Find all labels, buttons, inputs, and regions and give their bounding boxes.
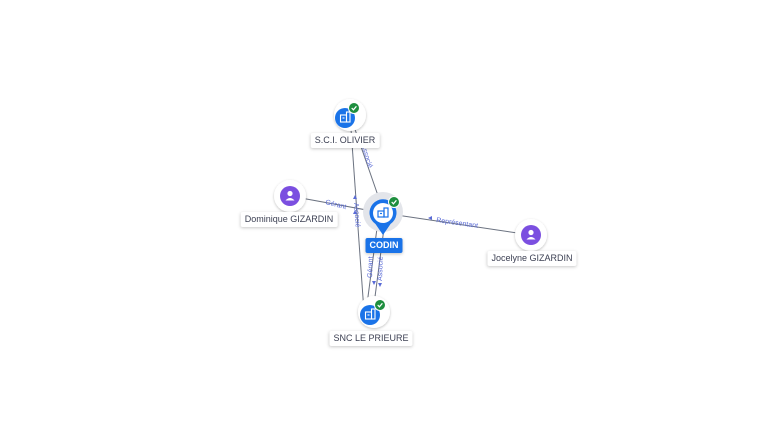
- node-label-codin[interactable]: CODIN: [365, 238, 403, 253]
- edge-label-gerant-dominique: Gérant: [325, 199, 348, 211]
- person-icon: [526, 229, 536, 240]
- edge-label-gerant-snc: Gérant: [367, 256, 375, 278]
- edge-codin-jocelyne: [382, 212, 532, 236]
- edge-label-representant: Représentant: [436, 217, 479, 230]
- arrow-marker: [353, 195, 357, 199]
- building-icon: [339, 111, 351, 123]
- verified-check-icon: [348, 102, 360, 114]
- node-jocelyne-gizardin[interactable]: [515, 219, 547, 251]
- node-label-dominique-gizardin[interactable]: Dominique GIZARDIN: [240, 212, 338, 227]
- node-snc-le-prieure[interactable]: [358, 296, 390, 328]
- node-codin[interactable]: [363, 192, 403, 235]
- arrow-marker: [378, 283, 382, 287]
- person-icon: [285, 190, 295, 201]
- node-dominique-gizardin[interactable]: [274, 180, 306, 212]
- edge-label-associe-dominique: Associé: [352, 203, 361, 228]
- node-label-sci-olivier[interactable]: S.C.I. OLIVIER: [310, 133, 380, 148]
- node-label-jocelyne-gizardin[interactable]: Jocelyne GIZARDIN: [487, 251, 577, 266]
- arrow-marker: [353, 210, 357, 214]
- edge-label-associe-snc: Associé: [377, 256, 385, 281]
- arrow-marker: [372, 281, 376, 285]
- building-icon: [377, 207, 389, 218]
- verified-check-icon: [388, 196, 400, 208]
- node-sci-olivier[interactable]: [334, 99, 366, 131]
- arrow-marker: [428, 216, 432, 220]
- node-label-snc-le-prieure[interactable]: SNC LE PRIEURE: [329, 331, 413, 346]
- building-icon: [364, 308, 376, 320]
- verified-check-icon: [374, 299, 386, 311]
